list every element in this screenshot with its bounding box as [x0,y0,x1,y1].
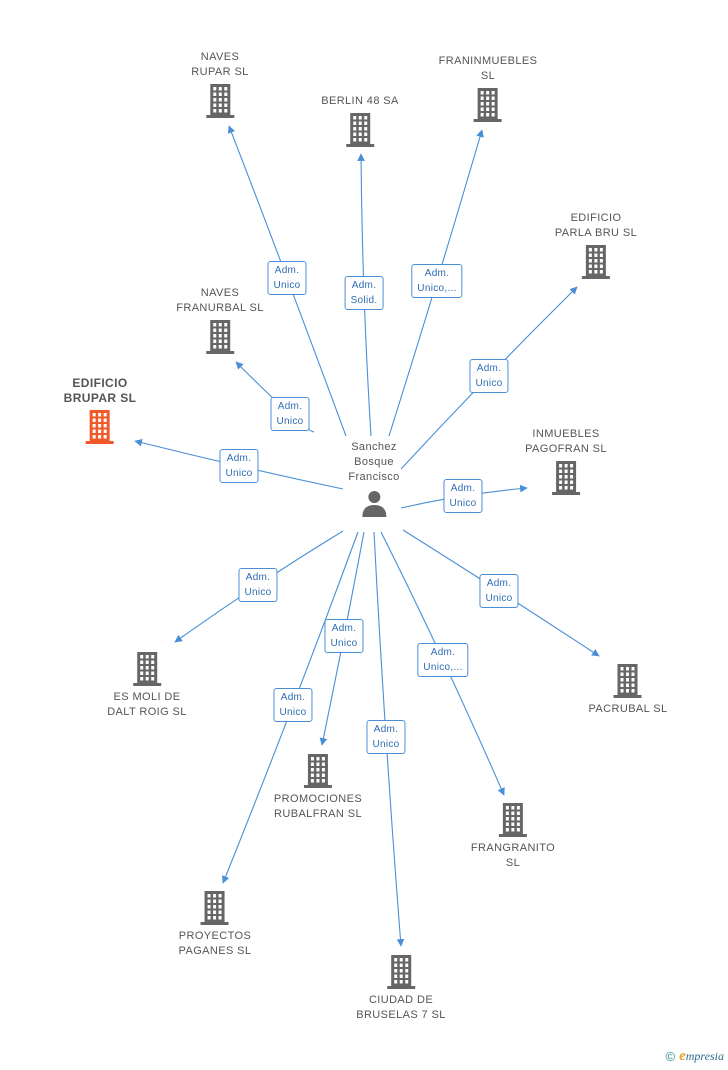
edge-label-edificio-parla-bru[interactable]: Adm. Unico [469,359,509,393]
edge-label-ciudad-bruselas[interactable]: Adm. Unico [366,720,406,754]
company-label-es-moli: ES MOLI DE DALT ROIG SL [107,691,187,718]
edge-label-franinmuebles[interactable]: Adm. Unico,... [411,264,463,298]
company-label-proyectos-paganes: PROYECTOS PAGANES SL [178,930,252,957]
company-node-es-moli[interactable]: ES MOLI DE DALT ROIG SL [107,652,187,720]
edge-label-edificio-brupar[interactable]: Adm. Unico [219,449,259,483]
center-person-label: Sanchez Bosque Francisco [348,441,400,483]
edge-label-promociones-rubalfran[interactable]: Adm. Unico [324,619,364,653]
company-label-inmuebles-pagofran: INMUEBLES PAGOFRAN SL [525,428,607,455]
company-label-ciudad-bruselas: CIUDAD DE BRUSELAS 7 SL [356,994,446,1021]
building-icon [303,754,332,788]
building-icon [498,803,527,837]
company-label-naves-franurbal: NAVES FRANURBAL SL [176,287,264,314]
footer-brand: © empresia [666,1048,725,1065]
building-icon [551,461,580,495]
building-icon [200,891,229,925]
company-label-edificio-parla-bru: EDIFICIO PARLA BRU SL [554,212,638,239]
building-icon [133,652,161,686]
company-label-edificio-brupar: EDIFICIO BRUPAR SL [63,376,137,405]
company-node-pacrubal[interactable]: PACRUBAL SL [589,664,668,717]
company-node-ciudad-bruselas[interactable]: CIUDAD DE BRUSELAS 7 SL [356,955,446,1023]
copyright-icon: © [665,1049,676,1064]
company-node-franinmuebles[interactable]: FRANINMUEBLES SL [439,54,538,122]
building-icon [86,410,114,444]
edge-label-frangranito[interactable]: Adm. Unico,... [417,643,469,677]
company-label-berlin-48: BERLIN 48 SA [321,95,399,107]
company-label-promociones-rubalfran: PROMOCIONES RUBALFRAN SL [273,793,363,820]
company-node-edificio-parla-bru[interactable]: EDIFICIO PARLA BRU SL [555,211,637,279]
brand-initial: e [679,1048,686,1064]
company-node-edificio-brupar[interactable]: EDIFICIO BRUPAR SL [64,376,137,444]
edge-label-naves-franurbal[interactable]: Adm. Unico [270,397,310,431]
company-node-proyectos-paganes[interactable]: PROYECTOS PAGANES SL [179,891,252,959]
brand-name: mpresia [685,1049,724,1063]
company-node-frangranito[interactable]: FRANGRANITO SL [471,803,555,871]
company-node-naves-franurbal[interactable]: NAVES FRANURBAL SL [176,286,264,354]
edge-label-proyectos-paganes[interactable]: Adm. Unico [273,688,313,722]
edge-label-berlin-48[interactable]: Adm. Solid. [344,276,384,310]
company-node-naves-rupar[interactable]: NAVES RUPAR SL [191,50,248,118]
company-label-frangranito: FRANGRANITO SL [470,842,556,869]
person-icon [362,491,386,517]
building-icon [346,113,374,147]
building-icon [474,88,502,122]
company-label-pacrubal: PACRUBAL SL [588,703,668,715]
company-node-berlin-48[interactable]: BERLIN 48 SA [321,94,399,147]
company-node-inmuebles-pagofran[interactable]: INMUEBLES PAGOFRAN SL [525,427,607,495]
company-node-promociones-rubalfran[interactable]: PROMOCIONES RUBALFRAN SL [274,754,362,822]
edge-label-inmuebles-pagofran[interactable]: Adm. Unico [443,479,483,513]
building-icon [206,84,234,118]
edge-label-es-moli[interactable]: Adm. Unico [238,568,278,602]
company-label-naves-rupar: NAVES RUPAR SL [191,51,249,78]
building-icon [206,320,234,354]
center-person-node[interactable]: Sanchez Bosque Francisco [348,440,399,517]
company-label-franinmuebles: FRANINMUEBLES SL [438,55,538,82]
edge-label-pacrubal[interactable]: Adm. Unico [479,574,519,608]
building-icon [582,245,610,279]
building-icon [613,664,642,698]
edge-label-naves-rupar[interactable]: Adm. Unico [267,261,307,295]
building-icon [386,955,415,989]
